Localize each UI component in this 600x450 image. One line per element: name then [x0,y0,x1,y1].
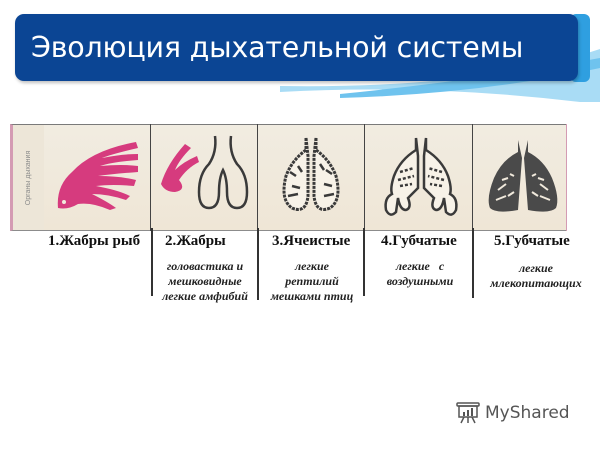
caption-divider [363,228,365,296]
spongy-lungs-air-sacs-icon [384,137,458,216]
divider [257,124,258,231]
caption-divider [151,228,153,296]
caption-line: млекопитающих [490,276,582,290]
watermark-label: MyShared [485,403,570,423]
caption-5: легкие млекопитающих [478,261,594,291]
caption-line: легкие амфибий [162,289,248,303]
cellular-lungs-icon [282,137,340,211]
caption-line: легкие [519,261,553,275]
caption-line: легкие с [395,259,445,273]
caption-divider [472,228,474,298]
caption-2: головастика и мешковидные легкие амфибий [155,259,255,304]
presentation-board-icon [456,402,480,424]
column-heading-2: 2.Жабры [165,233,226,249]
divider [472,124,473,231]
slide-title-bar: Эволюция дыхательной системы [15,14,578,81]
caption-line: воздушными [386,274,454,288]
caption-4: легкие с воздушными [375,259,465,289]
spongy-lungs-mammal-icon [488,140,558,212]
divider [566,124,567,231]
caption-line: легкие [295,259,329,273]
tadpole-gills-and-sac-lungs-icon [161,135,249,210]
row-label-cell: Органы дыхания [10,124,44,231]
caption-line: рептилий [285,274,339,288]
slide-title: Эволюция дыхательной системы [31,31,524,64]
caption-line: мешками птиц [270,289,354,303]
column-heading-3: 3.Ячеистые [272,233,351,249]
column-heading-4: 4.Губчатые [381,233,457,249]
myshared-logo[interactable]: MyShared [455,401,570,425]
caption-line: мешковидные [168,274,242,288]
fish-gills-icon [57,142,138,210]
column-heading-1: 1.Жабры рыб [48,233,141,249]
divider [150,124,151,231]
caption-3: легкие рептилий мешками птиц [262,259,362,304]
column-heading-5: 5.Губчатые [494,233,570,249]
caption-line: головастика и [166,259,244,273]
caption-divider [257,228,259,300]
divider [364,124,365,231]
row-label: Органы дыхания [24,150,32,205]
